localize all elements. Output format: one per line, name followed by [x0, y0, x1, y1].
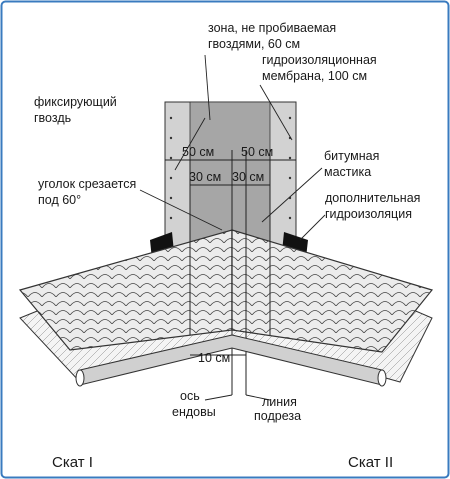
label-corner-2: под 60° [38, 193, 81, 207]
dim-gap-10: 10 см [198, 351, 230, 365]
label-cutline-1: линия [262, 395, 297, 409]
label-slope-1: Скат I [52, 454, 93, 471]
gutter-end-right [377, 369, 387, 387]
label-corner-1: уголок срезается [38, 177, 136, 191]
dimension-lines [165, 159, 296, 356]
label-extra-1: дополнительная [325, 191, 420, 205]
label-membrane-1: гидроизоляционная [262, 53, 377, 67]
label-nail-2: гвоздь [34, 111, 71, 125]
dim-right-30: 30 см [232, 170, 264, 184]
dim-left-30: 30 см [189, 170, 221, 184]
label-bitumen-1: битумная [324, 149, 379, 163]
nail-free-zone [189, 101, 271, 253]
label-axis-2: ендовы [172, 405, 216, 419]
label-cutline-2: подреза [254, 409, 301, 423]
label-axis-1: ось [180, 389, 200, 403]
label-nail-1: фиксирующий [34, 95, 117, 109]
dim-left-50: 50 см [182, 145, 214, 159]
label-zone-1: зона, не пробиваемая [208, 21, 336, 35]
label-slope-2: Скат II [348, 454, 393, 471]
gutter-end-left [75, 369, 85, 387]
label-bitumen-2: мастика [324, 165, 371, 179]
label-zone-2: гвоздями, 60 см [208, 37, 300, 51]
leader-lines [139, 54, 326, 401]
label-membrane-2: мембрана, 100 см [262, 69, 367, 83]
dim-right-50: 50 см [241, 145, 273, 159]
label-extra-2: гидроизоляция [325, 207, 412, 221]
